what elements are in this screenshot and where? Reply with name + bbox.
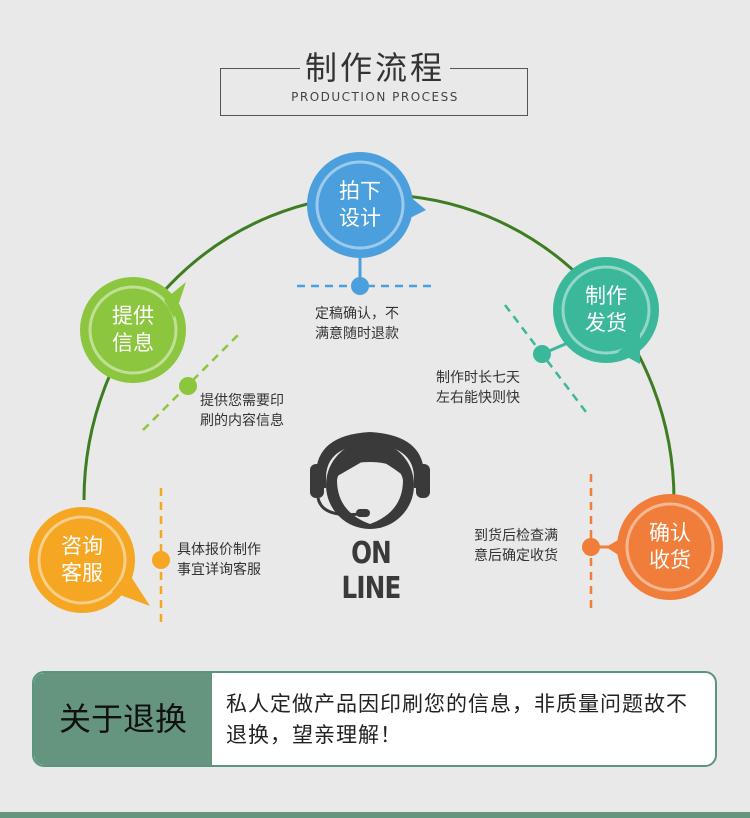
step-info-desc-line2: 刷的内容信息 xyxy=(200,413,284,429)
step-info-desc: 提供您需要印 刷的内容信息 xyxy=(200,391,284,431)
step-receive-label-line1: 确认 xyxy=(649,521,691,545)
step-receive-label-line2: 收货 xyxy=(649,548,691,572)
step-order-label-line1: 拍下 xyxy=(339,179,381,203)
return-policy-box: 关于退换 私人定做产品因印刷您的信息，非质量问题故不退换，望亲理解！ xyxy=(32,671,717,767)
step-info-desc-line1: 提供您需要印 xyxy=(200,393,284,409)
page-subtitle: PRODUCTION PROCESS xyxy=(291,90,459,104)
return-policy-title: 关于退换 xyxy=(34,673,212,765)
step-consult-label: 咨询 客服 xyxy=(47,533,117,587)
step-order-desc: 定稿确认，不 满意随时退款 xyxy=(315,304,399,344)
step-consult-bubble xyxy=(29,507,150,613)
step-order-label-line2: 设计 xyxy=(339,206,381,230)
step-receive-desc: 到货后检查满 意后确定收货 xyxy=(474,526,558,566)
step-produce-label: 制作 发货 xyxy=(571,283,641,337)
step-consult-desc-line2: 事宜详询客服 xyxy=(177,562,261,578)
step-consult-label-line1: 咨询 xyxy=(61,534,103,558)
online-label: ON LINE xyxy=(341,536,402,606)
step-order-dot xyxy=(351,277,369,295)
step-receive-desc-line2: 意后确定收货 xyxy=(474,548,558,564)
step-produce-dot xyxy=(533,345,551,363)
headset-agent-icon xyxy=(310,432,430,529)
step-receive-label: 确认 收货 xyxy=(635,520,705,574)
step-produce-desc-line2: 左右能快则快 xyxy=(436,390,520,406)
step-order-bubble xyxy=(307,152,426,258)
step-consult-desc-line1: 具体报价制作 xyxy=(177,542,261,558)
step-produce-desc: 制作时长七天 左右能快则快 xyxy=(436,368,520,408)
step-receive-desc-line1: 到货后检查满 xyxy=(474,528,558,544)
step-order-desc-line1: 定稿确认，不 xyxy=(315,306,399,322)
step-produce-label-line2: 发货 xyxy=(585,311,627,335)
bottom-accent-bar xyxy=(0,812,750,818)
title-frame xyxy=(220,68,528,116)
step-receive-dot xyxy=(582,538,600,556)
step-order-desc-line2: 满意随时退款 xyxy=(315,326,399,342)
step-produce-bubble xyxy=(553,257,659,364)
step-info-bubble xyxy=(80,277,186,383)
step-info-label-line1: 提供 xyxy=(112,304,154,328)
step-produce-desc-line1: 制作时长七天 xyxy=(436,370,520,386)
step-produce-label-line1: 制作 xyxy=(585,284,627,308)
return-policy-text: 私人定做产品因印刷您的信息，非质量问题故不退换，望亲理解！ xyxy=(226,692,688,747)
title-rule-left xyxy=(220,68,300,69)
step-consult-label-line2: 客服 xyxy=(61,561,103,585)
step-info-dot xyxy=(179,377,197,395)
step-consult-dot xyxy=(152,551,170,569)
step-order-label: 拍下 设计 xyxy=(325,178,395,232)
step-consult-desc: 具体报价制作 事宜详询客服 xyxy=(177,540,261,580)
step-info-label-line2: 信息 xyxy=(112,331,154,355)
title-rule-right xyxy=(450,68,528,69)
step-info-label: 提供 信息 xyxy=(98,303,168,357)
page-title: 制作流程 xyxy=(304,49,445,87)
